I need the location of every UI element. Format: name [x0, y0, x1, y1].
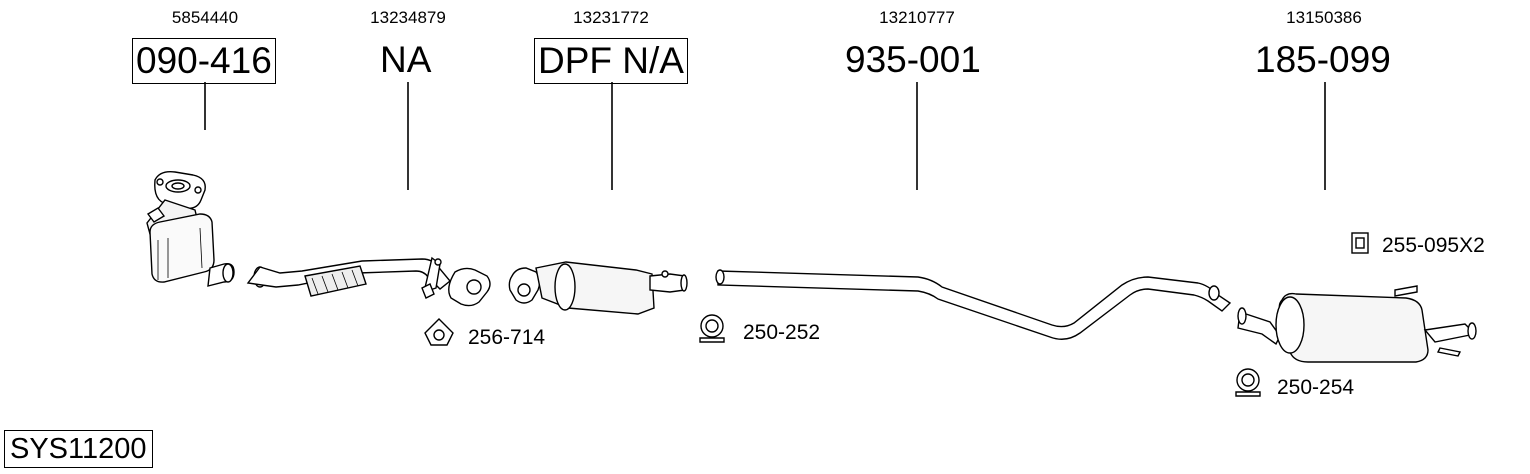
clamp-icon	[699, 314, 725, 343]
front-pipe[interactable]	[246, 256, 491, 307]
oem-number-5: 13150386	[1286, 8, 1362, 27]
part-number-4[interactable]: 935-001	[845, 39, 981, 80]
part-number-2[interactable]: NA	[380, 39, 432, 80]
gasket-icon	[424, 318, 454, 346]
oem-number-4: 13210777	[879, 8, 955, 27]
accessory-label-clamp-1[interactable]: 250-252	[743, 321, 821, 344]
intermediate-pipe[interactable]	[715, 269, 1232, 340]
accessory-label-mount[interactable]: 255-095X2	[1382, 234, 1485, 257]
rubber-mount-icon	[1351, 232, 1369, 254]
part-number-1[interactable]: 090-416	[132, 38, 276, 84]
part-number-3[interactable]: DPF N/A	[534, 38, 688, 84]
catalytic-converter[interactable]	[146, 170, 235, 287]
diesel-particulate-filter[interactable]	[508, 261, 688, 315]
accessory-label-gasket[interactable]: 256-714	[468, 326, 546, 349]
oem-number-2: 13234879	[370, 8, 446, 27]
clamp-icon	[1235, 368, 1261, 397]
rear-silencer[interactable]	[1237, 285, 1477, 363]
oem-number-1: 5854440	[171, 8, 239, 27]
oem-number-3: 13231772	[573, 8, 649, 27]
accessory-label-clamp-2[interactable]: 250-254	[1277, 376, 1355, 399]
system-number: SYS11200	[4, 430, 153, 468]
part-number-5[interactable]: 185-099	[1255, 39, 1391, 80]
